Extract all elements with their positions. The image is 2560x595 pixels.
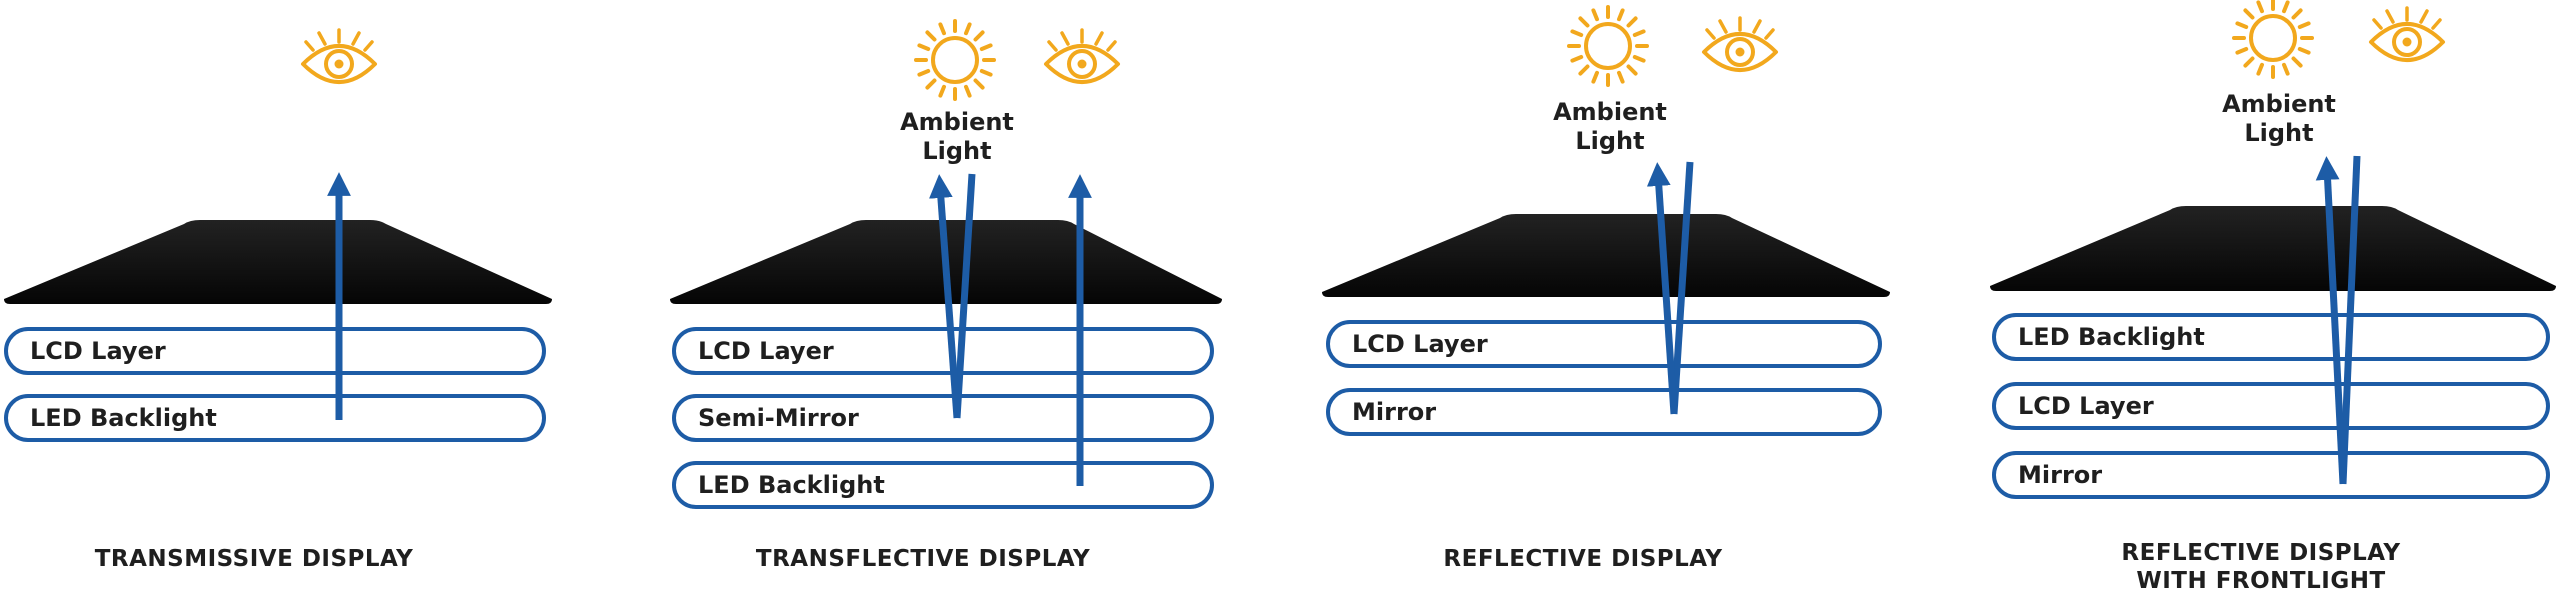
layer-label: LED Backlight [698,471,885,499]
panel-1-layer-1: LCD Layer [4,327,546,375]
layer-label: Semi-Mirror [698,404,859,432]
caption-panel-1: TRANSMISSIVE DISPLAY [4,545,504,573]
caption-line: WITH FRONTLIGHT [2136,568,2386,594]
caption-panel-2: TRANSFLECTIVE DISPLAY [673,545,1173,573]
layer-label: LCD Layer [2018,392,2154,420]
panel-3-layer-1: LCD Layer [1326,320,1882,368]
panel-1-layer-2: LED Backlight [4,394,546,442]
panel-3-layer-2: Mirror [1326,388,1882,436]
layer-label: LCD Layer [698,337,834,365]
caption-line: TRANSFLECTIVE DISPLAY [755,546,1091,572]
panel-4-layer-1: LED Backlight [1992,313,2550,361]
panel-4-layer-3: Mirror [1992,451,2550,499]
panel-4-layer-2: LCD Layer [1992,382,2550,430]
panel-2-layer-1: LCD Layer [672,327,1214,375]
layer-label: LCD Layer [30,337,166,365]
caption-panel-3: REFLECTIVE DISPLAY [1333,545,1833,573]
panel-2-layer-3: LED Backlight [672,461,1214,509]
layer-label: LED Backlight [30,404,217,432]
layer-label: LED Backlight [2018,323,2205,351]
screen-panel-3 [1322,214,1890,297]
layer-label: Mirror [1352,398,1437,426]
layer-label: LCD Layer [1352,330,1488,358]
screen-panel-2 [670,220,1222,304]
caption-panel-4: REFLECTIVE DISPLAY WITH FRONTLIGHT [2011,539,2511,595]
layer-label: Mirror [2018,461,2103,489]
panel-2-layer-2: Semi-Mirror [672,394,1214,442]
caption-line: REFLECTIVE DISPLAY [1443,546,1723,572]
caption-line: REFLECTIVE DISPLAY [2121,540,2401,566]
caption-line: TRANSMISSIVE DISPLAY [94,546,414,572]
screen-panel-4 [1990,206,2556,291]
screen-panel-1 [4,220,552,304]
